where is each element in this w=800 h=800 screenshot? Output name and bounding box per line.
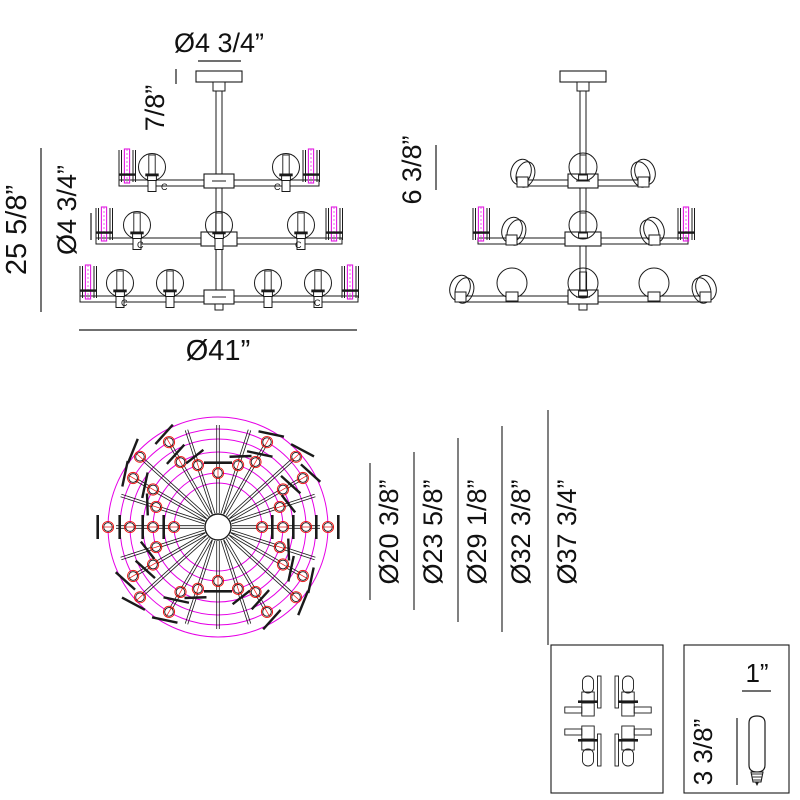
ring-label-4: Ø32 3/8” bbox=[506, 479, 536, 584]
side-elevation-view: 6 3/8” bbox=[397, 70, 717, 311]
front-socket-mark: C bbox=[295, 240, 302, 250]
front-top-tier: C C bbox=[118, 148, 321, 192]
socket-detail-frame bbox=[550, 644, 664, 794]
side-bottom-tier bbox=[449, 267, 717, 311]
canopy-diameter-label: Ø4 3/4” bbox=[174, 28, 264, 58]
ring-label-2: Ø23 5/8” bbox=[418, 479, 448, 584]
ring-label-1: Ø20 3/8” bbox=[374, 479, 404, 584]
front-downrod bbox=[215, 91, 223, 300]
side-top-tier bbox=[510, 152, 656, 189]
overall-height-label: 25 5/8” bbox=[1, 185, 33, 275]
ring-label-5: Ø37 3/4” bbox=[552, 479, 582, 584]
plan-sockets bbox=[96, 423, 340, 631]
side-depth-label: 6 3/8” bbox=[397, 135, 427, 204]
plan-center-hub bbox=[204, 513, 232, 541]
side-canopy bbox=[559, 70, 607, 92]
side-middle-tier bbox=[472, 206, 696, 247]
plan-dimension-stack: Ø20 3/8” Ø23 5/8” Ø29 1/8” Ø32 3/8” Ø37 … bbox=[369, 410, 582, 645]
front-socket-mark: C bbox=[274, 182, 281, 192]
front-canopy bbox=[195, 70, 243, 92]
ring-label-3: Ø29 1/8” bbox=[462, 479, 492, 584]
front-socket-mark: C bbox=[137, 240, 144, 250]
bulb-height-label: 3 3/8” bbox=[688, 719, 718, 786]
overall-diameter-label: Ø41” bbox=[186, 335, 250, 367]
bulb-width-label: 1” bbox=[745, 658, 768, 688]
body-diameter-label: Ø4 3/4” bbox=[52, 165, 82, 255]
front-socket-mark: C bbox=[121, 298, 128, 308]
front-elevation-view: C C C C bbox=[1, 28, 360, 367]
bulb-glass-icon bbox=[748, 715, 766, 773]
plan-view bbox=[96, 416, 340, 638]
socket-orientation-detail-box bbox=[550, 644, 664, 794]
bulb-base-icon bbox=[750, 771, 764, 786]
front-bottom-tier: C C bbox=[79, 264, 360, 311]
front-middle-tier: C C bbox=[95, 206, 344, 250]
front-socket-mark: C bbox=[161, 182, 168, 192]
front-socket-mark: C bbox=[314, 298, 321, 308]
canopy-height-label: 7/8” bbox=[140, 85, 170, 132]
side-downrod bbox=[579, 91, 587, 300]
bulb-detail-box: 1” 3 3/8” bbox=[683, 644, 790, 794]
